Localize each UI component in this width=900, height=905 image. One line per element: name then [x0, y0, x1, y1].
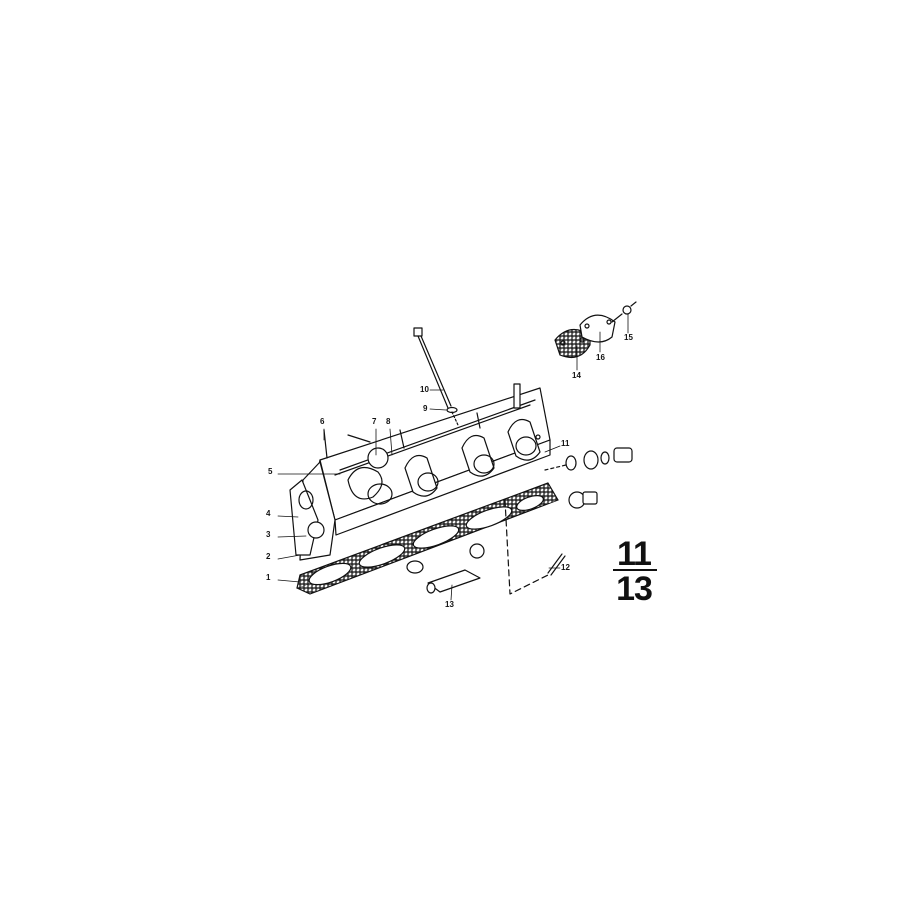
callout-6: 6	[320, 417, 325, 426]
callout-8: 8	[386, 417, 391, 426]
cylinder-head	[289, 383, 551, 561]
callout-10: 10	[420, 385, 429, 394]
callout-2: 2	[266, 552, 271, 561]
group-number-divider	[613, 569, 657, 571]
callout-9: 9	[423, 404, 428, 413]
group-number-bottom: 13	[616, 570, 653, 608]
callout-5: 5	[268, 467, 273, 476]
cover-plates	[554, 301, 637, 358]
callout-12: 12	[561, 563, 570, 572]
group-number-top: 11	[617, 535, 652, 573]
leader-lines	[277, 313, 629, 601]
callout-15: 16	[596, 353, 605, 362]
head-gasket	[296, 482, 559, 595]
seals-and-sealant-tube	[406, 499, 566, 595]
callout-14: 14	[572, 371, 581, 380]
callout-11: 11	[561, 439, 570, 448]
callout-16: 15	[624, 333, 633, 342]
callout-7: 7	[372, 417, 377, 426]
callout-13: 13	[445, 600, 454, 609]
coolant-fittings	[544, 447, 633, 509]
callout-1: 1	[266, 573, 271, 582]
head-bolt	[413, 327, 459, 426]
callout-3: 3	[266, 530, 271, 539]
callout-4: 4	[266, 509, 271, 518]
